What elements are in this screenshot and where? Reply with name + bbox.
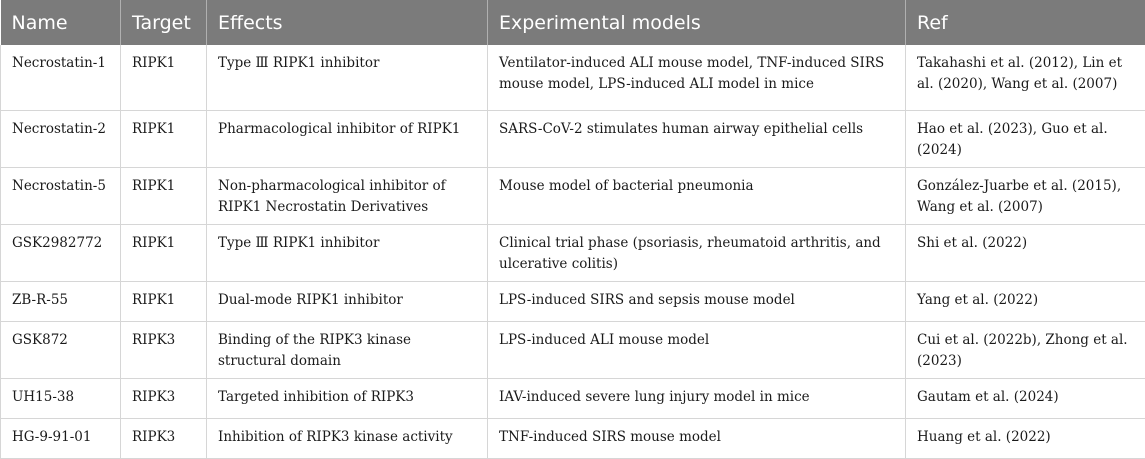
cell-name: Necrostatin-5 — [1, 167, 121, 224]
table-row: UH15-38 RIPK3 Targeted inhibition of RIP… — [1, 378, 1145, 418]
table-row: Necrostatin-5 RIPK1 Non-pharmacological … — [1, 167, 1145, 224]
header-ref: Ref — [906, 0, 1145, 45]
header-name: Name — [1, 0, 121, 45]
cell-models: SARS-CoV-2 stimulates human airway epith… — [488, 110, 906, 167]
cell-effects: Pharmacological inhibitor of RIPK1 — [207, 110, 488, 167]
cell-effects: Type Ⅲ RIPK1 inhibitor — [207, 45, 488, 110]
table-row: HG-9-91-01 RIPK3 Inhibition of RIPK3 kin… — [1, 418, 1145, 458]
cell-name: ZB-R-55 — [1, 281, 121, 321]
cell-name: Necrostatin-2 — [1, 110, 121, 167]
cell-models: Ventilator-induced ALI mouse model, TNF-… — [488, 45, 906, 110]
table-row: ZB-R-55 RIPK1 Dual-mode RIPK1 inhibitor … — [1, 281, 1145, 321]
cell-effects: Targeted inhibition of RIPK3 — [207, 378, 488, 418]
table-row: Necrostatin-2 RIPK1 Pharmacological inhi… — [1, 110, 1145, 167]
cell-target: RIPK1 — [121, 281, 207, 321]
cell-effects: Type Ⅲ RIPK1 inhibitor — [207, 224, 488, 281]
cell-effects: Dual-mode RIPK1 inhibitor — [207, 281, 488, 321]
cell-models: TNF-induced SIRS mouse model — [488, 418, 906, 458]
cell-target: RIPK1 — [121, 45, 207, 110]
cell-ref: Gautam et al. (2024) — [906, 378, 1145, 418]
cell-effects: Non-pharmacological inhibitor of RIPK1 N… — [207, 167, 488, 224]
cell-name: HG-9-91-01 — [1, 418, 121, 458]
header-target: Target — [121, 0, 207, 45]
cell-effects: Inhibition of RIPK3 kinase activity — [207, 418, 488, 458]
header-effects: Effects — [207, 0, 488, 45]
header-row: Name Target Effects Experimental models … — [1, 0, 1145, 45]
cell-models: Mouse model of bacterial pneumonia — [488, 167, 906, 224]
cell-models: LPS-induced ALI mouse model — [488, 321, 906, 378]
cell-models: LPS-induced SIRS and sepsis mouse model — [488, 281, 906, 321]
cell-name: Necrostatin-1 — [1, 45, 121, 110]
cell-ref: Hao et al. (2023), Guo et al. (2024) — [906, 110, 1145, 167]
cell-ref: Yang et al. (2022) — [906, 281, 1145, 321]
cell-ref: Takahashi et al. (2012), Lin et al. (202… — [906, 45, 1145, 110]
cell-target: RIPK1 — [121, 224, 207, 281]
cell-ref: Shi et al. (2022) — [906, 224, 1145, 281]
cell-ref: Huang et al. (2022) — [906, 418, 1145, 458]
cell-effects: Binding of the RIPK3 kinase structural d… — [207, 321, 488, 378]
cell-name: UH15-38 — [1, 378, 121, 418]
cell-models: Clinical trial phase (psoriasis, rheumat… — [488, 224, 906, 281]
header-experimental-models: Experimental models — [488, 0, 906, 45]
cell-target: RIPK3 — [121, 378, 207, 418]
cell-ref: Cui et al. (2022b), Zhong et al. (2023) — [906, 321, 1145, 378]
cell-models: IAV-induced severe lung injury model in … — [488, 378, 906, 418]
cell-target: RIPK1 — [121, 110, 207, 167]
cell-name: GSK872 — [1, 321, 121, 378]
table-row: GSK872 RIPK3 Binding of the RIPK3 kinase… — [1, 321, 1145, 378]
table-row: GSK2982772 RIPK1 Type Ⅲ RIPK1 inhibitor … — [1, 224, 1145, 281]
cell-target: RIPK1 — [121, 167, 207, 224]
cell-name: GSK2982772 — [1, 224, 121, 281]
cell-target: RIPK3 — [121, 321, 207, 378]
cell-target: RIPK3 — [121, 418, 207, 458]
table-header: Name Target Effects Experimental models … — [1, 0, 1145, 45]
table-body: Necrostatin-1 RIPK1 Type Ⅲ RIPK1 inhibit… — [1, 45, 1145, 458]
table-row: Necrostatin-1 RIPK1 Type Ⅲ RIPK1 inhibit… — [1, 45, 1145, 110]
cell-ref: González-Juarbe et al. (2015), Wang et a… — [906, 167, 1145, 224]
